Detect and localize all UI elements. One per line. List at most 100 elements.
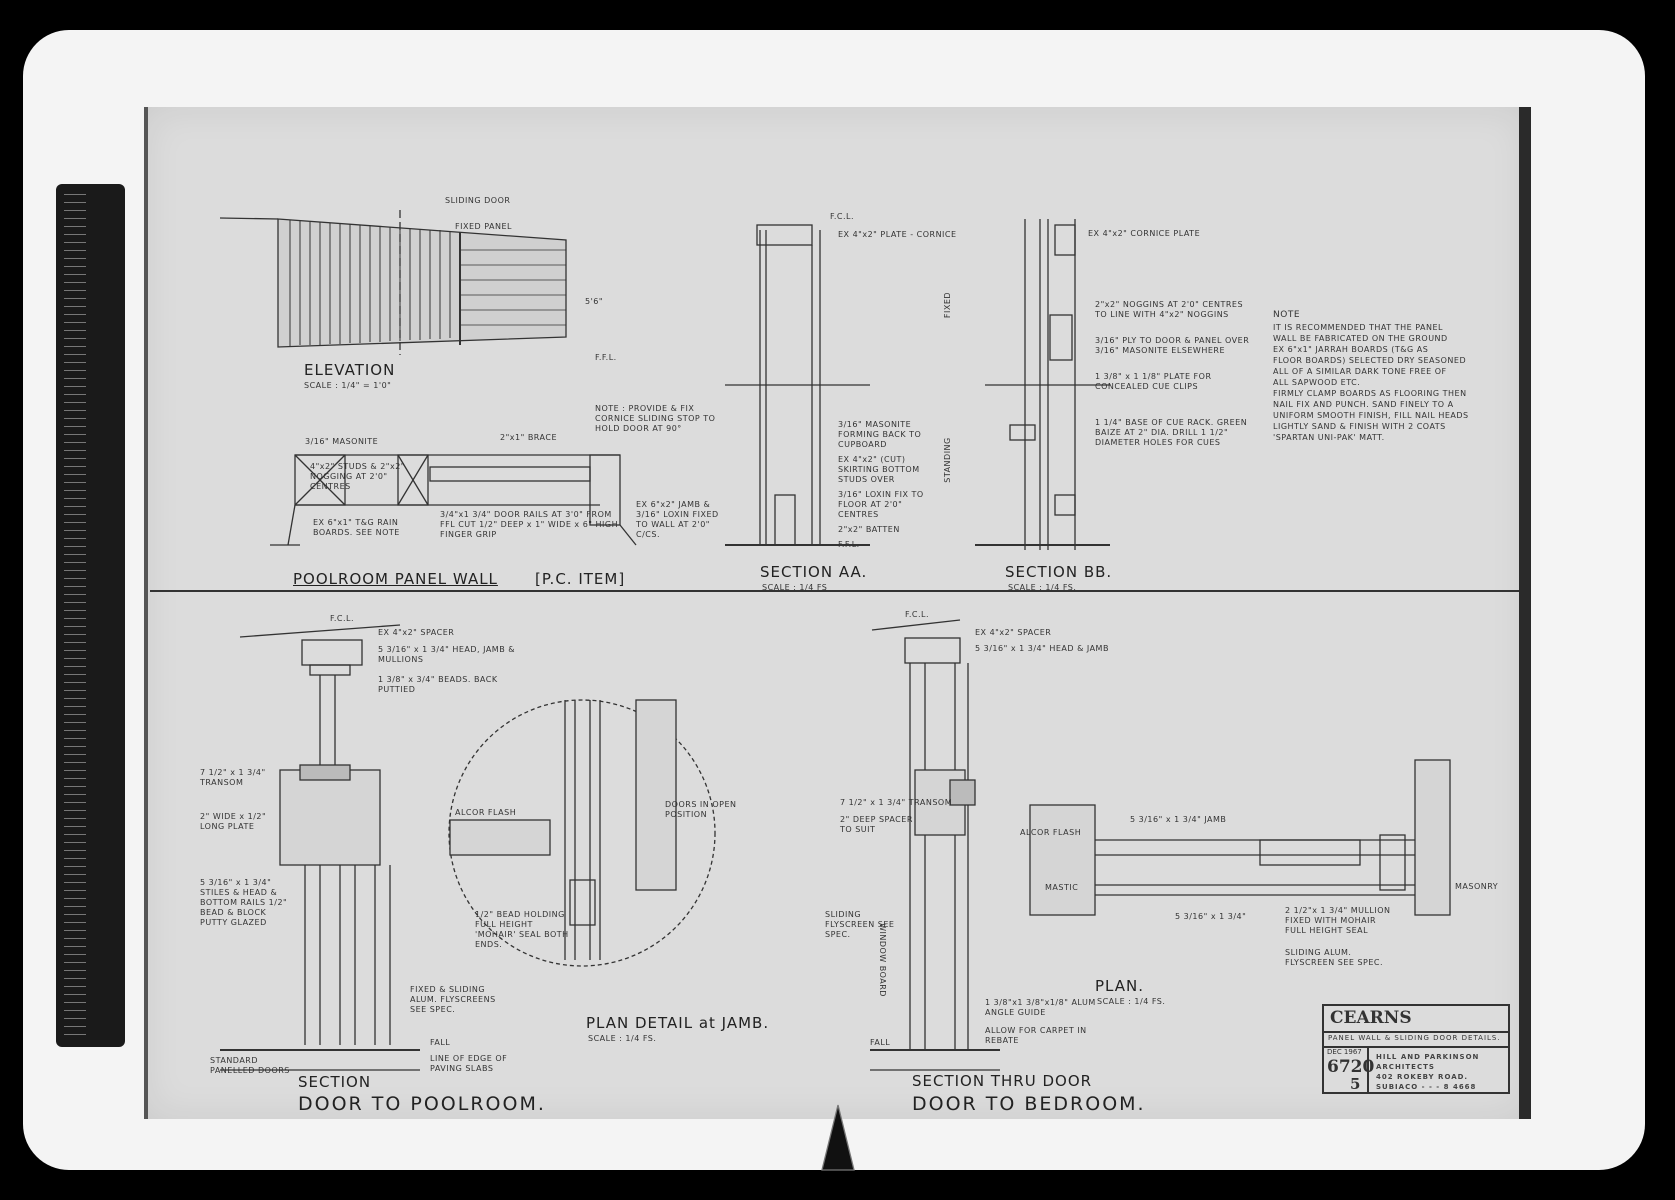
bedroom-label: 7 1/2" x 1 3/4" TRANSOM — [840, 798, 953, 807]
plan-detail-label: DOORS IN OPEN POSITION — [665, 800, 737, 819]
plan-label: 3/4"x1 3/4" DOOR RAILS AT 3'0" FROM FFL … — [440, 510, 619, 539]
section-aa-label: F.F.L. — [838, 540, 860, 549]
section-bb-label: 2"x2" NOGGINS AT 2'0" CENTRES TO LINE WI… — [1095, 300, 1244, 319]
poolroom-label: F.C.L. — [330, 614, 354, 623]
section-bb-title: SECTION BB. — [1005, 563, 1113, 581]
section-aa-label: 3/16" MASONITE FORMING BACK TO CUPBOARD — [838, 420, 922, 449]
plan-note: NOTE : PROVIDE & FIX CORNICE SLIDING STO… — [595, 404, 716, 433]
poolroom-label: STANDARD PANELLED DOORS — [210, 1056, 290, 1075]
elevation-title: ELEVATION — [304, 361, 396, 379]
section-aa-label: F.C.L. — [830, 212, 854, 221]
drawing-description: PANEL WALL & SLIDING DOOR DETAILS. — [1328, 1034, 1501, 1042]
bedroom-label: ALLOW FOR CARPET IN REBATE — [985, 1026, 1087, 1045]
projector-pointer — [821, 1104, 855, 1171]
plan-scale: SCALE : 1/4 FS. — [1097, 997, 1166, 1006]
poolroom-label: FALL — [430, 1038, 451, 1047]
section-bb-label: EX 4"x2" CORNICE PLATE — [1088, 229, 1201, 238]
bedroom-section-subtitle: DOOR TO BEDROOM. — [912, 1093, 1146, 1115]
bedroom-label: 2" DEEP SPACER TO SUIT — [840, 815, 913, 834]
section-poolroom-drawing — [220, 624, 420, 1071]
plan-label: MASONRY — [1455, 882, 1499, 891]
ruler-scale — [64, 194, 86, 1037]
plan-detail-label: ALCOR FLASH — [455, 808, 517, 817]
job-number: 6720 — [1327, 1057, 1375, 1077]
plan-label: ALCOR FLASH — [1020, 828, 1082, 837]
plan-label: 2"x1" BRACE — [500, 433, 558, 442]
bedroom-label: F.C.L. — [905, 610, 929, 619]
plan-label: MASTIC — [1045, 883, 1079, 892]
plan-label: SLIDING ALUM. FLYSCREEN SEE SPEC. — [1285, 948, 1384, 967]
bedroom-label: 1 3/8"x1 3/8"x1/8" ALUM ANGLE GUIDE — [985, 998, 1096, 1017]
architect-suburb: SUBIACO - - - 8 4668 — [1376, 1083, 1477, 1091]
general-note-heading: NOTE — [1273, 310, 1301, 320]
section-aa-drawing — [725, 224, 870, 546]
plan-label: 4"x2" STUDS & 2"x2" NOGGING AT 2'0" CENT… — [310, 462, 405, 491]
architect-name: HILL AND PARKINSON — [1376, 1053, 1480, 1061]
plan-detail-scale: SCALE : 1/4 FS. — [588, 1034, 657, 1043]
poolroom-label: 2" WIDE x 1/2" LONG PLATE — [200, 812, 267, 831]
plan-label: 5 3/16" x 1 3/4" — [1175, 912, 1247, 921]
title-block: CEARNS PANEL WALL & SLIDING DOOR DETAILS… — [1322, 1004, 1510, 1094]
section-bb-label: 3/16" PLY TO DOOR & PANEL OVER 3/16" MAS… — [1095, 336, 1250, 355]
bedroom-label: 5 3/16" x 1 3/4" HEAD & JAMB — [975, 644, 1109, 653]
architect-line2: ARCHITECTS — [1376, 1063, 1435, 1071]
elevation-drawing — [219, 210, 567, 355]
section-aa-label: 3/16" LOXIN FIX TO FLOOR AT 2'0" CENTRES — [838, 490, 924, 519]
divider — [1324, 1031, 1508, 1033]
panel-wall-title: POOLROOM PANEL WALL — [293, 570, 498, 588]
poolroom-section-title: SECTION — [298, 1073, 372, 1091]
plan-drawing — [1029, 759, 1451, 916]
drawing-date: DEC 1967 — [1327, 1048, 1362, 1056]
sheet-edge-left — [144, 107, 148, 1119]
poolroom-label: FIXED & SLIDING ALUM. FLYSCREENS SEE SPE… — [410, 985, 496, 1014]
bedroom-label: SLIDING FLYSCREEN SEE SPEC. — [825, 910, 895, 939]
bedroom-section-title: SECTION THRU DOOR — [912, 1072, 1093, 1090]
plan-detail-circle — [448, 699, 716, 967]
divider — [1324, 1046, 1508, 1048]
sheet-number: 5 — [1350, 1075, 1361, 1093]
sheet-edge-right — [1519, 107, 1531, 1119]
elevation-label: 5'6" — [585, 297, 604, 306]
section-bedroom-drawing — [870, 619, 1000, 1071]
section-aa-label: EX 4"x2" PLATE - CORNICE — [838, 230, 957, 239]
elevation-label: FIXED PANEL — [455, 222, 512, 231]
poolroom-label: 5 3/16" x 1 3/4" STILES & HEAD & BOTTOM … — [200, 878, 288, 927]
elevation-scale: SCALE : 1/4" = 1'0" — [304, 381, 392, 390]
section-aa-label: 2"x2" BATTEN — [838, 525, 900, 534]
section-aa-title: SECTION AA. — [760, 563, 868, 581]
section-bb-drawing — [975, 219, 1110, 550]
section-aa-label: EX 4"x2" (CUT) SKIRTING BOTTOM STUDS OVE… — [838, 455, 920, 484]
architect-address: 402 ROKEBY ROAD. — [1376, 1073, 1469, 1081]
plan-label: 2 1/2"x 1 3/4" MULLION FIXED WITH MOHAIR… — [1285, 906, 1391, 935]
elevation-label: F.F.L. — [595, 353, 617, 362]
ruler — [56, 184, 125, 1047]
panel-wall-plan — [270, 454, 637, 546]
plan-label: 5 3/16" x 1 3/4" JAMB — [1130, 815, 1227, 824]
bedroom-label: EX 4"x2" SPACER — [975, 628, 1052, 637]
section-aa-label: FIXED — [943, 291, 953, 319]
plan-label: EX 6"x2" JAMB & 3/16" LOXIN FIXED TO WAL… — [636, 500, 719, 539]
section-bb-label: 1 1/4" BASE OF CUE RACK. GREEN BAIZE AT … — [1095, 418, 1248, 447]
bedroom-label: WINDOW BOARD — [877, 923, 887, 997]
poolroom-label: LINE OF EDGE OF PAVING SLABS — [430, 1054, 508, 1073]
plan-detail-label: 1/2" BEAD HOLDING FULL HEIGHT 'MOHAIR' S… — [475, 910, 569, 949]
poolroom-label: EX 4"x2" SPACER — [378, 628, 455, 637]
section-aa-scale: SCALE : 1/4 FS — [762, 583, 828, 592]
section-bb-label: 1 3/8" x 1 1/8" PLATE FOR CONCEALED CUE … — [1095, 372, 1212, 391]
plan-label: EX 6"x1" T&G RAIN BOARDS. SEE NOTE — [313, 518, 400, 537]
panel-wall-tag: [P.C. ITEM] — [535, 570, 626, 588]
plan-label: 3/16" MASONITE — [305, 437, 379, 446]
section-bb-scale: SCALE : 1/4 FS. — [1008, 583, 1077, 592]
section-bb-label: STANDING — [942, 437, 952, 483]
poolroom-label: 7 1/2" x 1 3/4" TRANSOM — [200, 768, 266, 787]
bedroom-label: FALL — [870, 1038, 891, 1047]
plan-detail-title: PLAN DETAIL at JAMB. — [586, 1014, 770, 1032]
poolroom-section-subtitle: DOOR TO POOLROOM. — [298, 1093, 546, 1115]
poolroom-label: 5 3/16" x 1 3/4" HEAD, JAMB & MULLIONS — [378, 645, 515, 664]
elevation-label: SLIDING DOOR — [445, 196, 511, 205]
general-note-text: IT IS RECOMMENDED THAT THE PANEL WALL BE… — [1273, 323, 1469, 442]
plan-title: PLAN. — [1095, 977, 1144, 995]
client-name: CEARNS — [1330, 1008, 1412, 1028]
